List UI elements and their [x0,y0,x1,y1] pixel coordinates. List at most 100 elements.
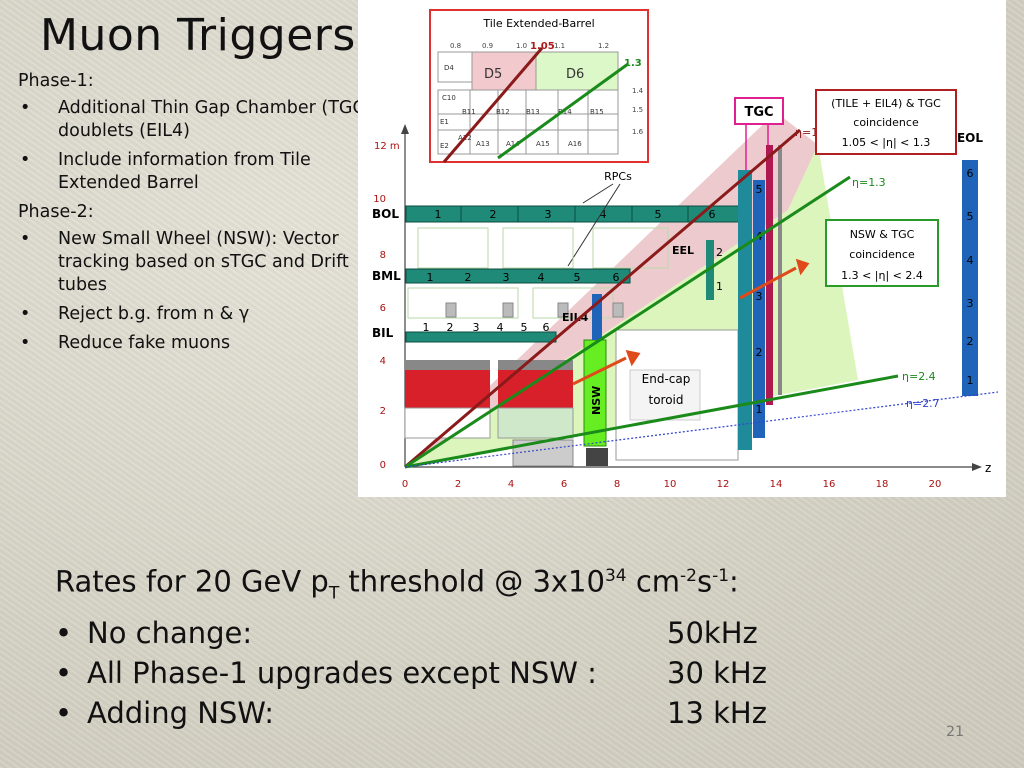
svg-text:A13: A13 [476,140,490,148]
phase2-list: New Small Wheel (NSW): Vector tracking b… [18,228,378,355]
svg-text:1.05: 1.05 [530,41,555,52]
svg-text:6: 6 [561,479,567,490]
bol-chambers [405,205,743,223]
svg-text:A14: A14 [506,140,520,148]
svg-text:B15: B15 [590,108,604,116]
nsw-shield [586,448,608,466]
svg-text:B13: B13 [526,108,540,116]
svg-text:8: 8 [614,479,620,490]
svg-text:4: 4 [600,208,607,221]
calorimeter-extended [498,370,573,408]
svg-text:5: 5 [521,321,528,334]
svg-text:6: 6 [543,321,550,334]
bml-numbers: 1 2 3 4 5 6 [427,271,620,284]
eta-24-line [404,374,899,469]
nsw-box-line3: 1.3 < |η| < 2.4 [841,269,923,282]
svg-text:10: 10 [373,194,386,205]
eta-105-line [404,128,801,469]
svg-text:D4: D4 [444,64,454,72]
svg-text:A16: A16 [568,140,582,148]
svg-text:4: 4 [538,271,545,284]
svg-text:B12: B12 [496,108,510,116]
tgc-chamber-1 [738,170,752,450]
svg-text:2: 2 [447,321,454,334]
slide-title: Muon Triggers [40,10,356,61]
bil-numbers: 1 2 3 4 5 6 [423,321,550,334]
tile-extended-barrel-inset: Tile Extended-Barrel 0.8 0.9 1.0 1.1 1.2… [429,9,649,163]
svg-text:η=1.3: η=1.3 [852,176,886,189]
inset-cells: D4 D5 D6 C10 E1 E2 A12 A13 A14 A15 A16 B… [440,64,604,150]
svg-text:2: 2 [490,208,497,221]
svg-text:1: 1 [716,280,723,293]
svg-text:4: 4 [508,479,514,490]
phase1-list: Additional Thin Gap Chamber (TGC) double… [18,97,378,195]
svg-text:η=2.7: η=2.7 [906,397,940,410]
rpcs-label: RPCs [604,170,632,183]
svg-text:B11: B11 [462,108,476,116]
y-axis-ticks: 10 8 6 4 2 0 [373,194,386,471]
calorimeter-top-right [498,360,573,370]
svg-text:0: 0 [380,460,386,471]
tile-box-line3: 1.05 < |η| < 1.3 [842,136,931,149]
svg-text:0.8: 0.8 [450,42,461,50]
svg-text:2: 2 [716,246,723,259]
inset-title: Tile Extended-Barrel [482,17,594,30]
bml-label: BML [372,269,401,283]
x-axis-label: z [985,461,991,475]
svg-text:5: 5 [574,271,581,284]
svg-text:4: 4 [497,321,504,334]
svg-text:D6: D6 [566,67,584,82]
svg-text:16: 16 [823,479,836,490]
svg-text:5: 5 [967,210,974,223]
svg-text:1.5: 1.5 [632,106,643,114]
svg-text:5: 5 [655,208,662,221]
orange-arrows [572,258,810,386]
svg-text:20: 20 [929,479,942,490]
svg-text:12: 12 [717,479,730,490]
svg-text:0: 0 [402,479,408,490]
svg-text:1: 1 [967,374,974,387]
svg-text:0.9: 0.9 [482,42,493,50]
svg-text:1.3: 1.3 [624,58,642,69]
svg-text:C10: C10 [442,94,456,102]
calorimeter-inner-right [497,407,574,439]
svg-text:18: 18 [876,479,889,490]
svg-text:10: 10 [664,479,677,490]
toroid-label-line1: End-cap [642,372,691,386]
eel-numbers: 2 1 [716,246,723,293]
eol-chamber [962,160,978,396]
svg-text:2: 2 [465,271,472,284]
svg-text:6: 6 [709,208,716,221]
svg-text:3: 3 [473,321,480,334]
nsw-coincidence-box [825,219,939,287]
svg-text:8: 8 [380,250,386,261]
eol-numbers: 6 5 4 3 2 1 [967,167,974,387]
nsw-label: NSW [590,386,603,415]
tgc-chamber-2 [753,180,765,438]
svg-text:E1: E1 [440,118,449,126]
tgc-chamber-3 [766,145,773,405]
eol-label: EOL [957,131,983,145]
tile-box-line1: (TILE + EIL4) & TGC [831,97,941,110]
bol-label: BOL [372,207,399,221]
tile-box-line2: coincidence [853,116,919,129]
calorimeter-inner-left [404,407,491,439]
svg-text:η=2.4: η=2.4 [902,370,936,383]
calorimeter-barrel [405,370,490,408]
atlas-quadrant-diagram: z 12 m 10 8 6 4 2 0 0 2 4 6 8 10 12 14 1… [358,0,1006,497]
svg-text:1.4: 1.4 [632,87,644,95]
svg-text:3: 3 [756,290,763,303]
svg-text:1.0: 1.0 [516,42,527,50]
svg-text:14: 14 [770,479,783,490]
nsw-box-line2: coincidence [849,248,915,261]
svg-text:6: 6 [967,167,974,180]
bml-chambers [405,268,631,284]
svg-text:B14: B14 [558,108,572,116]
left-panel: Phase-1: Additional Thin Gap Chamber (TG… [18,68,378,361]
tgc-label-box [734,97,784,125]
y-axis-unit-label: 12 m [374,141,400,152]
phase1-header: Phase-1: [18,71,94,91]
rates-block: Rates for 20 GeV pT threshold @ 3x1034 c… [55,556,875,733]
svg-text:4: 4 [380,356,386,367]
eel-label: EEL [672,244,694,257]
